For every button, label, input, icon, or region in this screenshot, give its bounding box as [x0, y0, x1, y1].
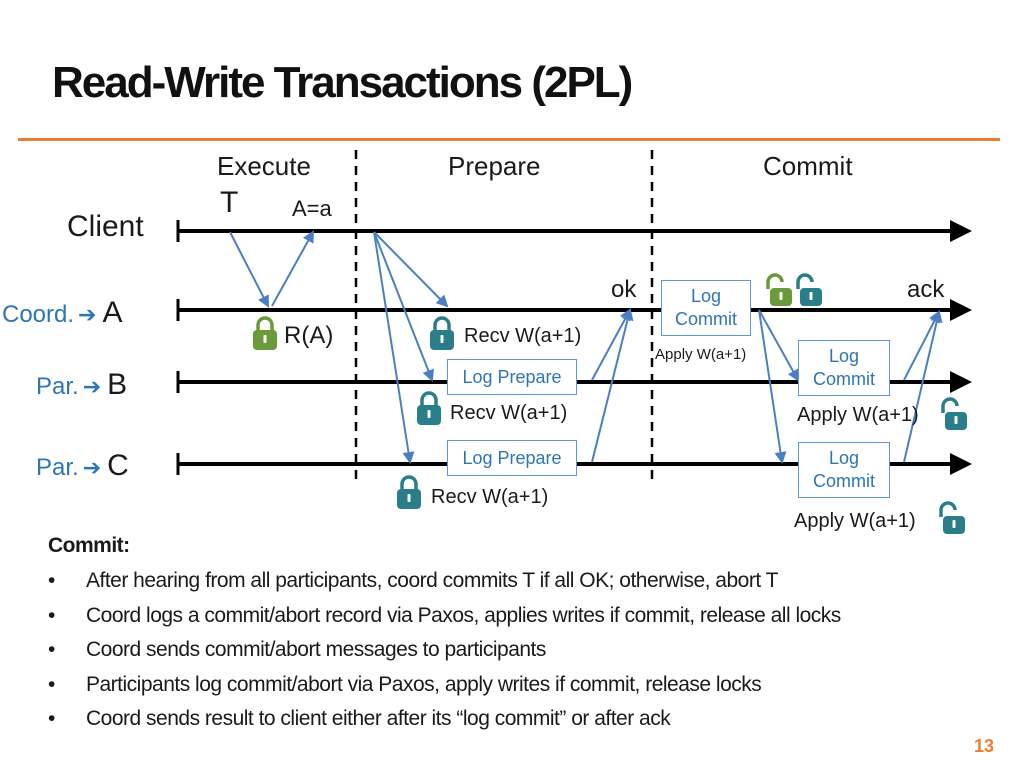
msg-prepare-to-c: [373, 231, 415, 464]
apply-write-c-label: Apply W(a+1): [794, 510, 916, 532]
coord-role-label: Coord.➔A: [2, 296, 123, 330]
ack-label: ack: [907, 276, 945, 303]
node-b-label: B: [107, 368, 128, 401]
unlock-icon-write-a: [796, 273, 822, 306]
arrow-right-icon: ➔: [78, 302, 97, 327]
msg-read-reply: [271, 230, 314, 307]
bullet-item: Coord sends commit/abort messages to par…: [48, 633, 841, 668]
msg-prepare-to-b: [373, 231, 434, 382]
msg-ok-from-c: [591, 308, 634, 463]
transaction-t-label: T: [220, 186, 239, 219]
apply-write-b-label: Apply W(a+1): [797, 404, 919, 426]
log-commit-a-line1: Log: [690, 286, 722, 306]
log-prepare-b-text: Log Prepare: [462, 367, 562, 387]
msg-commit-to-b: [758, 309, 799, 382]
lock-icon-write-a: [430, 316, 454, 350]
node-c-label: C: [107, 449, 129, 482]
log-prepare-c-text: Log Prepare: [462, 448, 562, 468]
phase-label-prepare: Prepare: [448, 151, 541, 181]
lock-icon-read-a: [253, 316, 277, 350]
ok-label: ok: [611, 276, 637, 303]
msg-prepare-to-a: [373, 231, 449, 308]
msg-read-request: [229, 231, 269, 308]
log-commit-box-a: Log Commit: [661, 280, 751, 336]
recv-write-b-label: Recv W(a+1): [450, 402, 568, 424]
msg-ack-from-c: [903, 310, 943, 463]
unlock-icon-c: [939, 501, 965, 534]
node-a-label: A: [102, 296, 123, 329]
log-commit-box-c: Log Commit: [798, 442, 890, 498]
timeline-client: [176, 220, 972, 242]
timeline-a: [176, 299, 972, 321]
log-commit-a-line2: Commit: [675, 309, 737, 329]
slide-title: Read-Write Transactions (2PL): [52, 58, 633, 107]
phase-label-execute: Execute: [217, 151, 311, 181]
phase-label-commit: Commit: [763, 151, 853, 181]
participant-c-role-label: Par.➔C: [36, 449, 129, 483]
participant-b-role-label: Par.➔B: [36, 368, 127, 402]
log-commit-c-line1: Log: [828, 448, 860, 468]
bullet-item: Participants log commit/abort via Paxos,…: [48, 668, 841, 703]
par-role-text-b: Par.: [36, 373, 79, 400]
bullet-item: Coord sends result to client either afte…: [48, 702, 841, 737]
lock-icon-write-b: [417, 391, 441, 425]
commit-heading: Commit:: [48, 534, 130, 557]
msg-commit-to-c: [758, 309, 787, 464]
log-prepare-box-c: Log Prepare: [447, 440, 577, 476]
log-commit-box-b: Log Commit: [798, 340, 890, 396]
title-divider: [18, 138, 1000, 141]
log-commit-b-line2: Commit: [813, 369, 875, 389]
arrow-right-icon: ➔: [82, 455, 102, 480]
bullet-item: Coord logs a commit/abort record via Pax…: [48, 599, 841, 634]
lock-icon-write-c: [397, 475, 421, 509]
msg-ack-from-b: [903, 310, 940, 381]
unlock-icon-b: [941, 397, 967, 430]
log-commit-c-line2: Commit: [813, 471, 875, 491]
par-role-text-c: Par.: [36, 454, 79, 481]
commit-bullet-list: After hearing from all participants, coo…: [48, 564, 841, 737]
client-label: Client: [67, 210, 144, 243]
msg-ok-from-b: [591, 308, 631, 381]
log-commit-b-line1: Log: [828, 346, 860, 366]
recv-write-c-label: Recv W(a+1): [431, 486, 549, 508]
log-prepare-box-b: Log Prepare: [447, 359, 577, 395]
read-lock-label: R(A): [284, 322, 334, 349]
bullet-item: After hearing from all participants, coo…: [48, 564, 841, 599]
apply-write-a-label: Apply W(a+1): [655, 346, 747, 363]
coord-role-text: Coord.: [2, 301, 75, 328]
read-result-label: A=a: [292, 196, 332, 221]
page-number: 13: [973, 736, 994, 756]
unlock-icon-read-a: [766, 273, 792, 306]
recv-write-a-label: Recv W(a+1): [464, 325, 582, 347]
arrow-right-icon: ➔: [82, 374, 102, 399]
